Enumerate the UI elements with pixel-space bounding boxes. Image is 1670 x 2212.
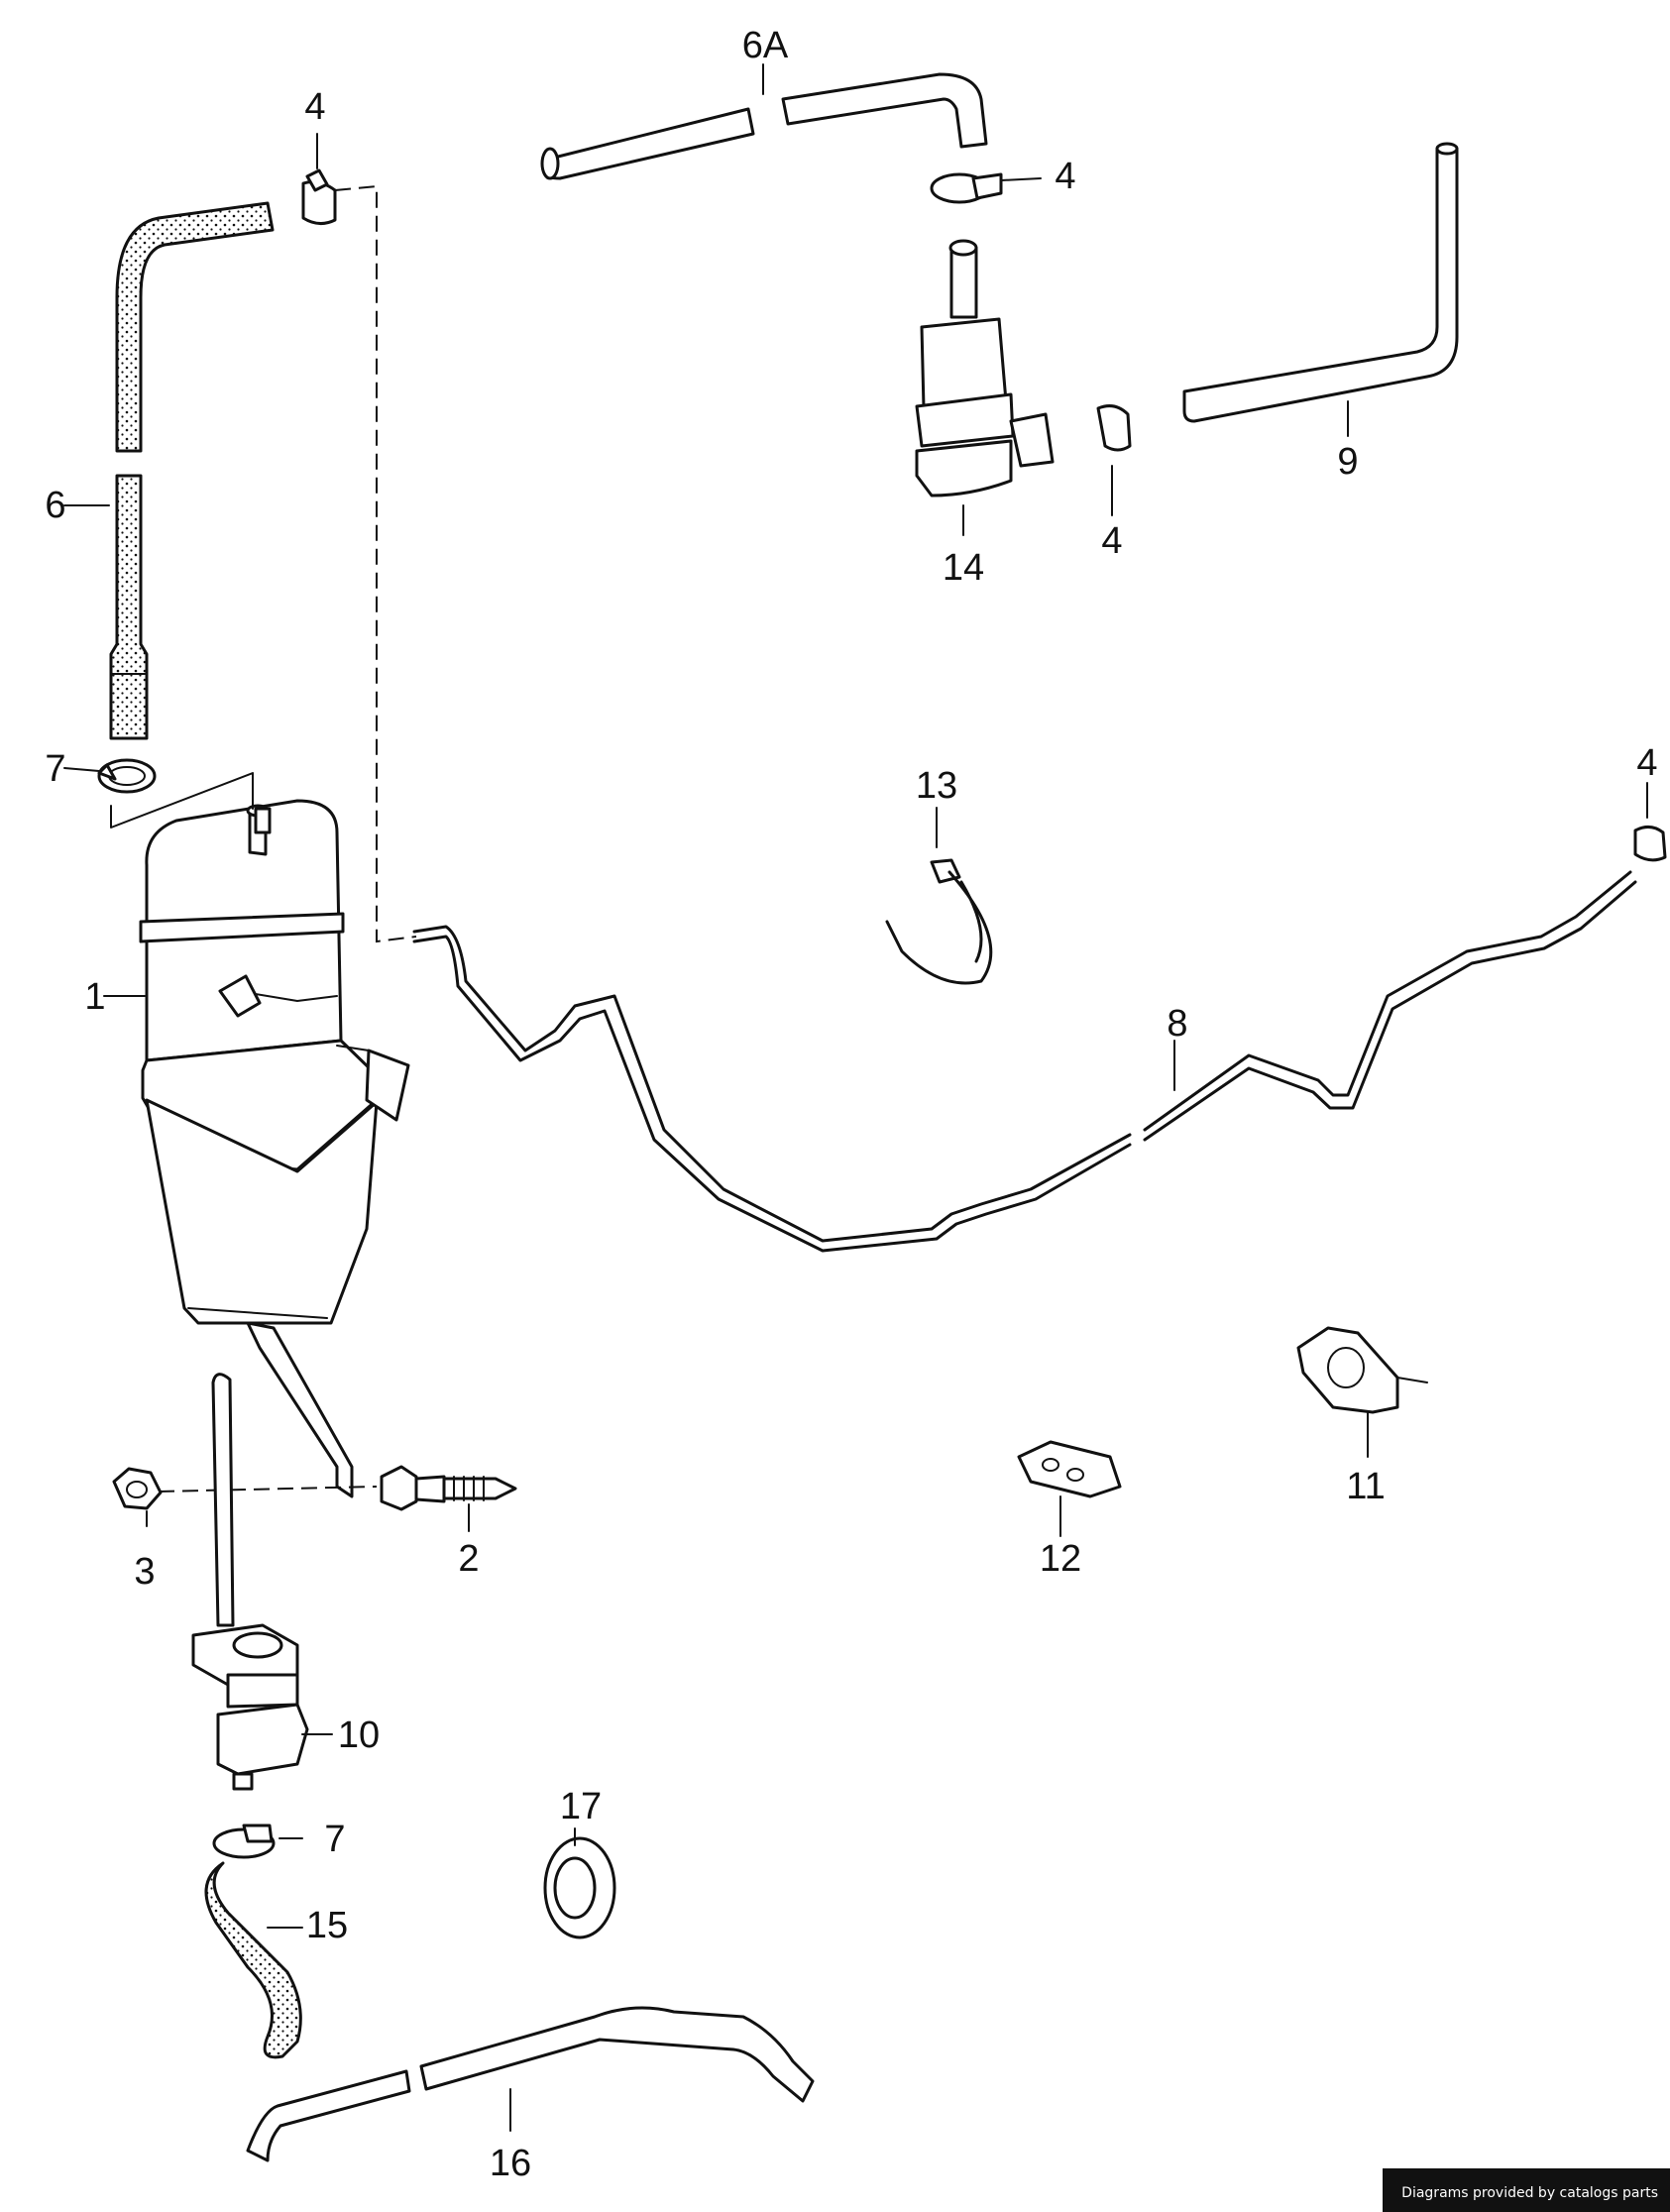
part-3-nut: [112, 1467, 163, 1510]
part-17-grommet: [543, 1836, 616, 1939]
part-4-clip-upper-right: [930, 172, 1003, 204]
part-10-valve: [191, 1373, 309, 1791]
callout-14: 14: [943, 547, 984, 589]
part-15-dotted-hose: [204, 1861, 302, 2059]
callout-13: 13: [916, 765, 957, 807]
callout-4b: 4: [1055, 156, 1075, 197]
connection-dash-nut-to-bolt: [158, 1486, 378, 1493]
part-6-vent-hose: [109, 201, 275, 740]
callout-7b: 7: [324, 1819, 345, 1860]
part-9-bent-pipe: [1182, 142, 1459, 423]
callout-4d: 4: [1636, 742, 1657, 784]
part-1-canister: [111, 773, 410, 1498]
part-2-bolt: [380, 1465, 517, 1511]
callout-7a: 7: [45, 748, 65, 790]
part-7-clamp-lower: [212, 1824, 276, 1859]
part-7-clamp-upper: [97, 758, 157, 794]
connection-dash-4-to-8: [334, 184, 417, 943]
part-8-long-tube: [412, 870, 1637, 1253]
callout-8: 8: [1167, 1003, 1187, 1045]
part-4-clip-far-right: [1633, 826, 1667, 862]
callout-1: 1: [84, 976, 105, 1018]
callout-6A: 6A: [742, 25, 789, 66]
callout-11: 11: [1346, 1466, 1385, 1507]
callout-4c: 4: [1101, 520, 1122, 562]
callout-17: 17: [560, 1786, 602, 1827]
callout-10: 10: [338, 1714, 380, 1756]
part-6A-upper-hose: [540, 72, 988, 180]
part-14-purge-valve: [915, 239, 1055, 498]
part-12-clip: [1017, 1440, 1122, 1498]
part-13-strap: [885, 858, 993, 985]
callout-4a: 4: [304, 86, 325, 128]
part-16-lower-pipe: [246, 2006, 815, 2162]
callout-16: 16: [490, 2143, 531, 2184]
callout-3: 3: [134, 1551, 155, 1593]
part-4-clip-upper-left: [301, 168, 337, 225]
callout-9: 9: [1337, 441, 1358, 483]
credit-banner: Diagrams provided by catalogs parts: [1383, 2168, 1670, 2212]
part-11-bracket: [1296, 1326, 1428, 1414]
leader-lines: [63, 63, 1648, 2132]
part-4-clip-mid-right: [1096, 404, 1132, 452]
callout-15: 15: [306, 1905, 348, 1946]
callout-6: 6: [45, 485, 65, 526]
callout-labels: 4 6A 4 6 9 4 14 7 13 4 8 1 2 3 12 11 10 …: [45, 25, 1657, 2184]
callout-12: 12: [1040, 1538, 1081, 1580]
credit-text: Diagrams provided by catalogs parts: [1401, 2185, 1658, 2201]
callout-2: 2: [458, 1538, 479, 1580]
